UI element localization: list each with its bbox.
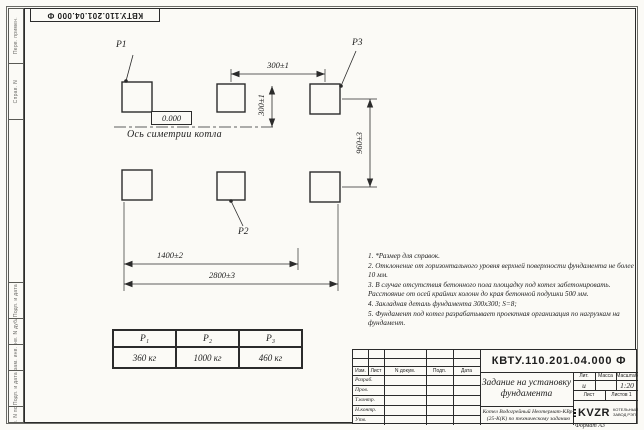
title-block: Изм. Лист N докум. Подп. Дата Разраб. Пр…: [352, 349, 638, 425]
stamp-cell: Подп. и дата: [9, 371, 23, 407]
pad-label-p3: Р3: [352, 38, 363, 48]
dim-960-right: 960±3: [354, 132, 364, 154]
kvzr-logo-caption: КОТЕЛЬНЫЙ ЗАВОД РЭП: [612, 406, 638, 417]
level-mark: 0.000: [151, 111, 192, 125]
note-5: 5. Фундамент под котел разрабатывает про…: [368, 310, 620, 327]
symmetry-axis-label: Ось симетрии котла: [127, 129, 222, 140]
role-nkontr: Н.контр.: [355, 407, 377, 413]
sheets-cell: Листов 1: [605, 390, 638, 400]
kvzr-logo-text: KVZR: [577, 406, 610, 419]
mass-label: Масса: [598, 373, 613, 379]
note-2: 2. Отклонение от горизонтального уровня …: [368, 262, 634, 279]
sheets-value: 1: [628, 392, 632, 398]
leader-lines: [124, 50, 357, 227]
outer-border: [6, 6, 638, 424]
drawing-frame: [24, 8, 636, 423]
load-table: Р₁ Р₂ Р₃ 360 кг 1000 кг 460 кг: [112, 329, 303, 369]
col-izm: Изм.: [355, 367, 366, 374]
company-logo: KVZR КОТЕЛЬНЫЙ ЗАВОД РЭП: [573, 400, 638, 425]
top-doc-number-box: КВТУ.110.201.04.000 Ф: [30, 8, 160, 22]
product-name: Котел Водогрейный Неотермат-КВр-(25-К(К)…: [482, 408, 575, 422]
dim-300-vertical: 300±1: [256, 94, 266, 116]
col-list: Лист: [370, 367, 382, 374]
dimension-lines: [124, 70, 374, 288]
note-4: 4. Закладная деталь фундамента 300х300; …: [368, 300, 517, 308]
load-table-header: Р₂: [176, 330, 239, 347]
dim-2800-bottom: 2800±3: [209, 270, 235, 280]
role-prov: Пров.: [355, 387, 369, 393]
load-table-value: 460 кг: [239, 347, 302, 368]
stamp-cell: Подп. и дата: [9, 283, 23, 319]
col-data: Дата: [460, 367, 473, 374]
col-podp: Подп.: [432, 367, 447, 374]
sheet-label: Лист: [583, 392, 595, 398]
load-table-value: 1000 кг: [176, 347, 239, 368]
title-block-doc-number: КВТУ.110.201.04.000 Ф: [491, 355, 627, 367]
stamp-cell: Взам. инв. N: [9, 345, 23, 371]
drawing-title: Задание на установку фундамента: [481, 377, 572, 399]
load-table-value: 360 кг: [113, 347, 176, 368]
dim-300-top: 300±1: [267, 60, 289, 70]
note-3: 3. В случае отсутствия бетонного пола пл…: [368, 281, 611, 298]
format-label: Формат А3: [575, 423, 605, 429]
stamp-cell: Справ. N: [9, 64, 23, 120]
note-1: 1. *Размер для справок.: [368, 252, 440, 260]
role-tkontr: Т.контр.: [355, 397, 376, 403]
role-utv: Утв.: [355, 417, 367, 423]
lit-label: Лит.: [579, 373, 589, 379]
dim-1400-bottom: 1400±2: [157, 250, 183, 260]
notes-block: 1. *Размер для справок. 2. Отклонение от…: [368, 252, 634, 329]
stamp-cell: Перв. примен.: [9, 9, 23, 64]
scale-value: 1:20: [620, 380, 634, 390]
load-table-header: Р₁: [113, 330, 176, 347]
pad-label-p2: Р2: [238, 227, 249, 237]
scale-label: Масштаб: [616, 373, 638, 379]
pad-label-p1: Р1: [116, 40, 127, 50]
load-table-header: Р₃: [239, 330, 302, 347]
kvzr-logo-icon: [573, 408, 576, 417]
role-razrab: Разраб.: [355, 377, 373, 383]
stamp-column: Перв. примен. Справ. N Подп. и дата Инв.…: [8, 8, 24, 423]
col-docum: N докум.: [394, 367, 416, 374]
stamp-cell: Инв. N дубл.: [9, 319, 23, 345]
lit-value: и: [582, 380, 586, 390]
sheets-label: Листов: [611, 392, 628, 398]
stamp-cell-empty: [9, 120, 23, 283]
foundation-pads: [121, 81, 341, 203]
